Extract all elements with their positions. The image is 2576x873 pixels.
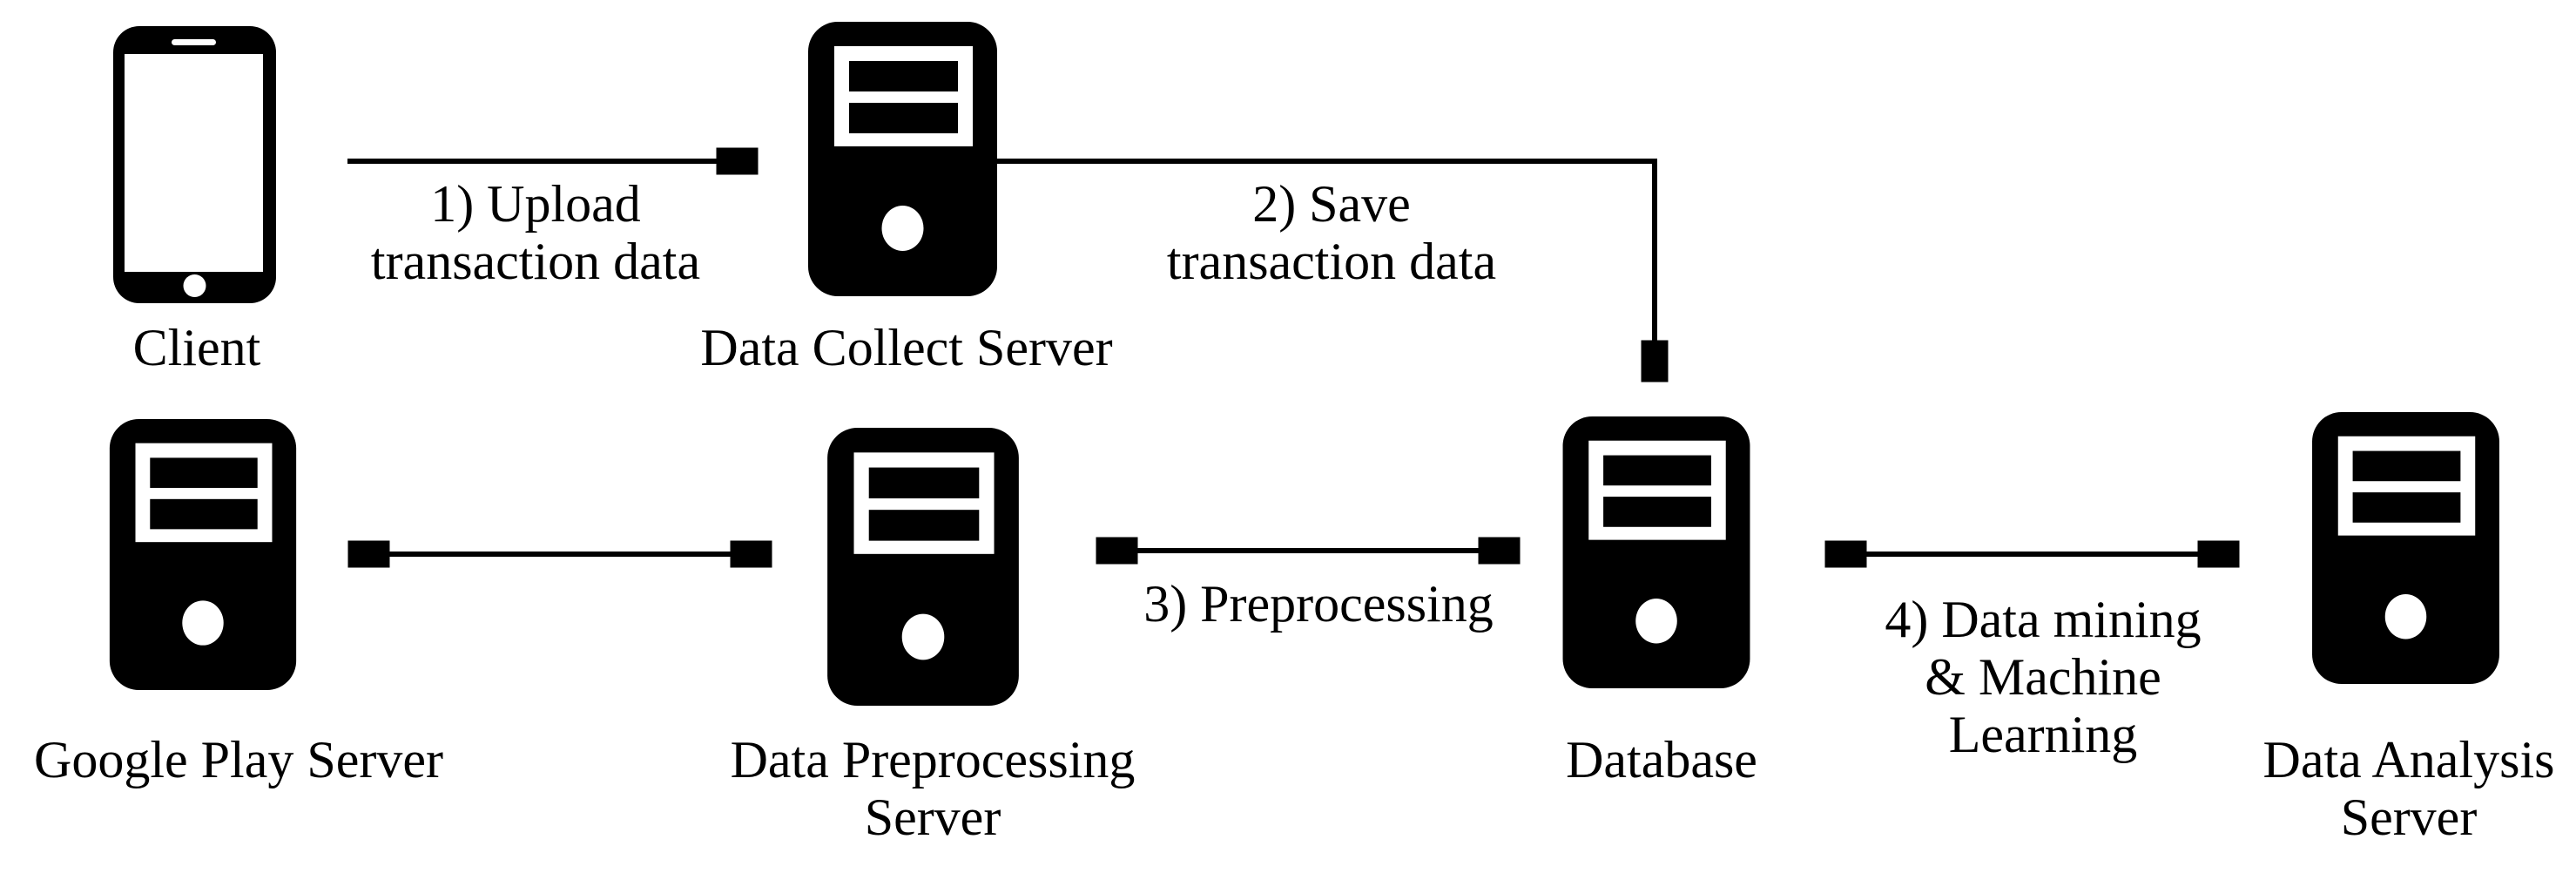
arrow-save-transaction-data	[997, 159, 1655, 380]
node-label-database: Database	[1566, 731, 1757, 788]
server-tower-icon	[827, 428, 1019, 706]
edge-label-data-mining-machine-learning: 4) Data mining & Machine Learning	[1885, 591, 2202, 763]
node-label-data-collect-server: Data Collect Server	[700, 319, 1113, 376]
server-tower-icon	[1562, 416, 1750, 688]
server-tower-icon	[2312, 412, 2499, 684]
edge-label-upload-transaction-data: 1) Upload transaction data	[370, 175, 701, 290]
node-label-google-play-server: Google Play Server	[34, 731, 443, 788]
smartphone-icon	[113, 26, 276, 303]
server-tower-icon	[109, 419, 297, 690]
edge-label-preprocessing: 3) Preprocessing	[1143, 575, 1494, 633]
edge-label-save-transaction-data: 2) Save transaction data	[1166, 175, 1497, 290]
node-label-client: Client	[132, 319, 261, 376]
server-tower-icon	[808, 22, 997, 296]
node-label-data-preprocessing-server: Data Preprocessing Server	[730, 731, 1136, 846]
node-label-data-analysis-server: Data Analysis Server	[2262, 731, 2555, 846]
